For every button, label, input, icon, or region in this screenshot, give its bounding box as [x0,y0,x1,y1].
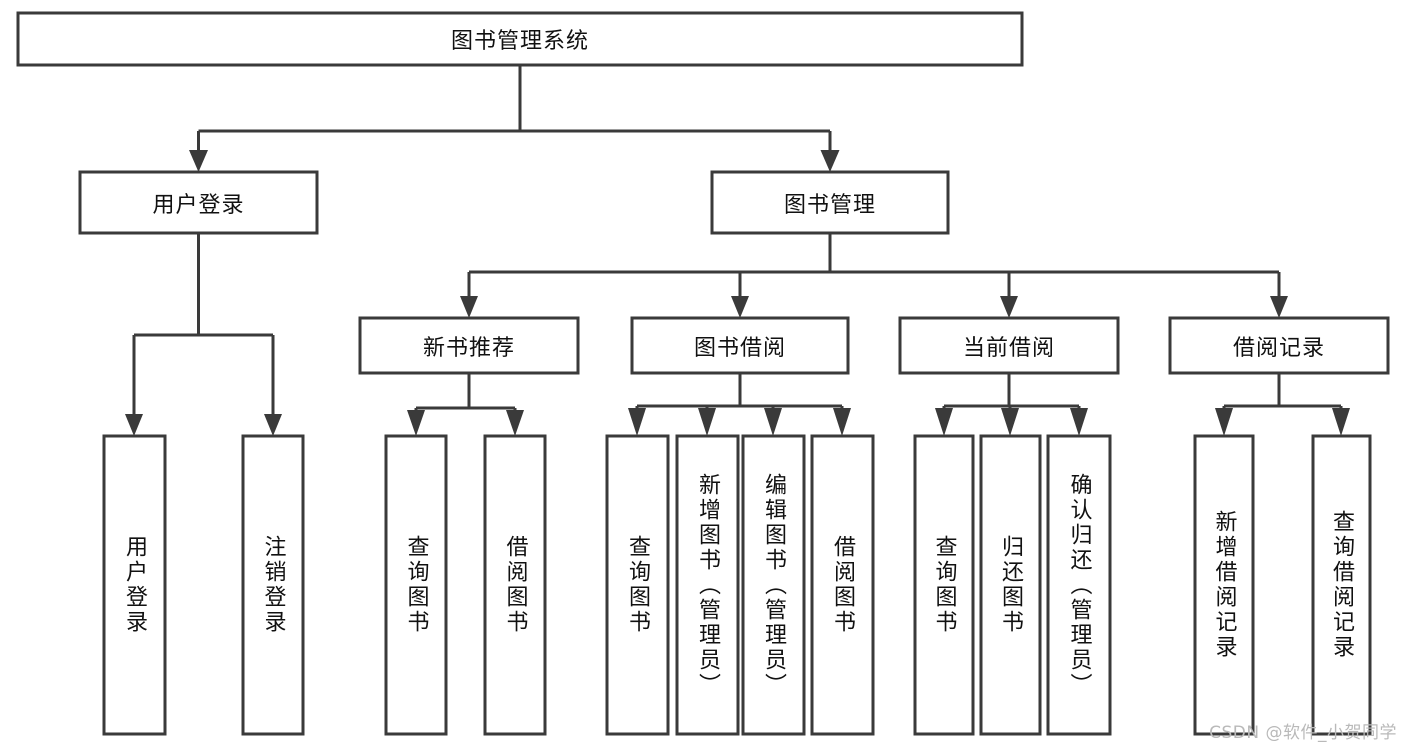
arrow-book-c3-icon [1000,296,1018,318]
watermark-text: CSDN @软件_小贺同学 [1209,723,1397,743]
node-level1-book-management[interactable] [710,170,950,235]
arrow-root-to-user-icon [189,150,208,172]
node-leaf-11[interactable] [1193,434,1255,736]
arrow-newbook-l1-icon [407,410,425,436]
arrow-book-c4-icon [1270,296,1288,318]
arrow-record-l2-icon [1332,408,1350,436]
arrow-current-l2-icon [1001,408,1019,436]
node-level2-borrow-record[interactable] [1168,316,1390,375]
node-leaf-7[interactable] [810,434,875,736]
arrow-current-l3-icon [1070,408,1088,436]
arrow-record-l1-icon [1215,408,1233,436]
node-box-layer [16,11,1390,736]
node-leaf-9[interactable] [979,434,1042,736]
arrow-borrow-l3-icon [764,408,782,436]
node-level1-user-login[interactable] [78,170,319,235]
arrow-current-l1-icon [935,408,953,436]
arrow-root-to-book-icon [820,150,840,172]
arrow-book-c1-icon [460,296,478,318]
node-leaf-6[interactable] [741,434,806,736]
node-level2-new-book-recommend[interactable] [358,316,580,375]
node-level2-book-borrow[interactable] [630,316,850,375]
arrow-newbook-l2-icon [506,410,524,436]
arrow-user-leaf2-icon [264,414,282,436]
node-root[interactable] [16,11,1024,67]
node-leaf-4[interactable] [605,434,670,736]
node-leaf-10[interactable] [1046,434,1112,736]
node-leaf-3[interactable] [483,434,547,736]
node-leaf-0[interactable] [102,434,167,736]
arrow-book-c2-icon [731,296,749,318]
arrow-borrow-l4-icon [833,408,851,436]
node-leaf-8[interactable] [913,434,975,736]
arrow-borrow-l1-icon [628,408,646,436]
arrow-borrow-l2-icon [698,408,716,436]
node-leaf-1[interactable] [241,434,305,736]
connector-layer [125,65,1350,436]
node-leaf-2[interactable] [384,434,448,736]
node-level2-current-borrow[interactable] [898,316,1120,375]
arrow-user-leaf1-icon [125,414,143,436]
node-leaf-5[interactable] [675,434,740,736]
node-leaf-12[interactable] [1311,434,1372,736]
